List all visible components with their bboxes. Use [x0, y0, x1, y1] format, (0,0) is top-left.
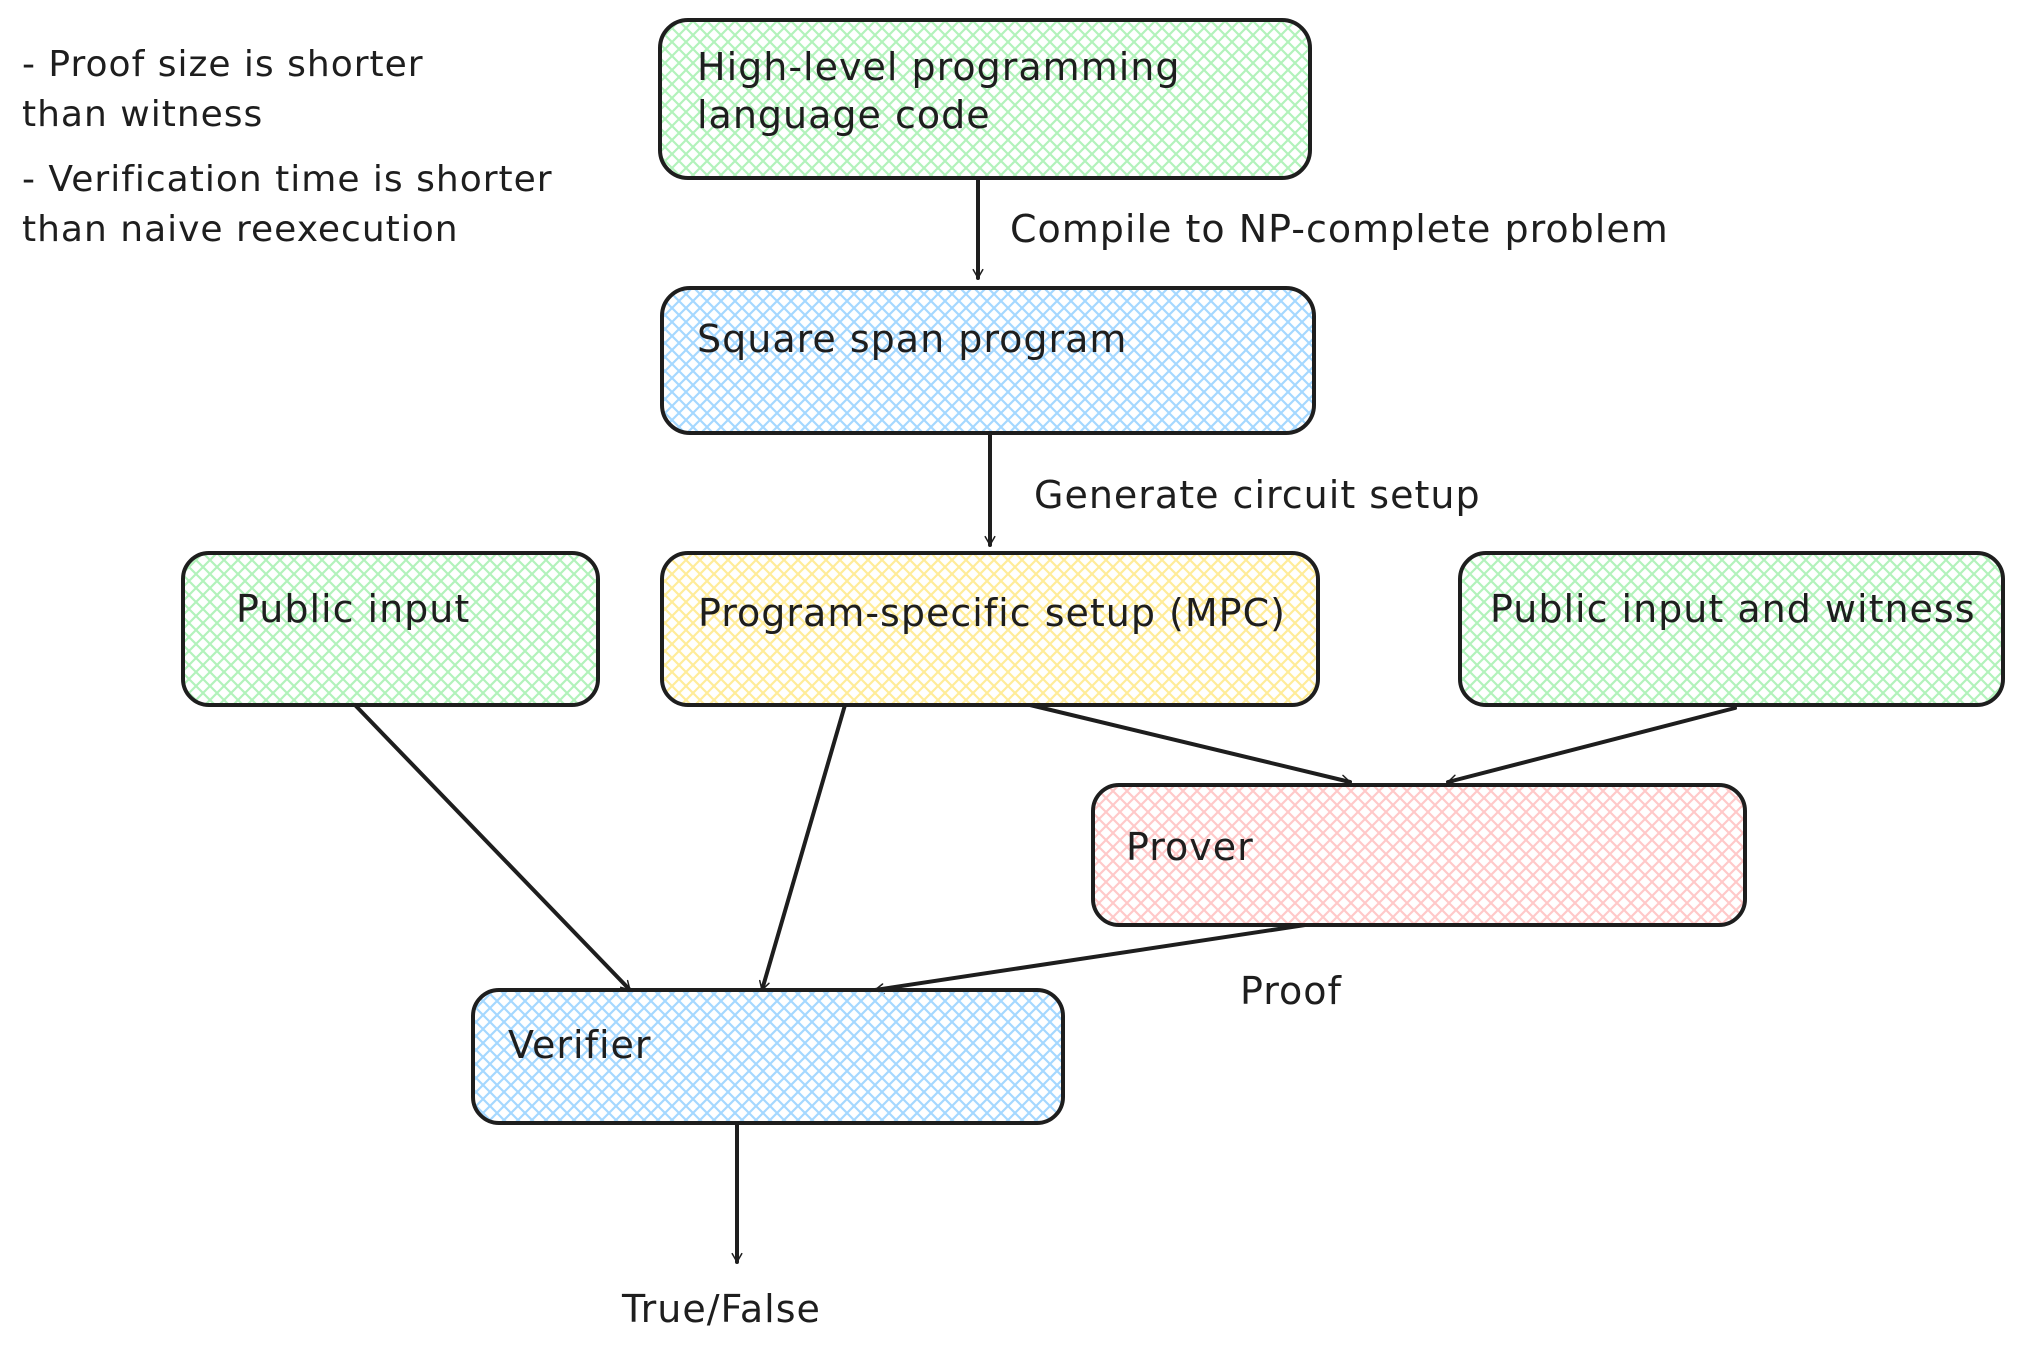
node-public-input-and-witness-label: Public input and witness: [1490, 587, 1976, 631]
edge-setup-to-prover: [1028, 703, 1352, 786]
node-program-specific-setup: Program-specific setup (MPC): [660, 551, 1320, 707]
edges: [353, 176, 1737, 1264]
note-line-2: than witness: [22, 94, 263, 135]
node-high-level-code: High-level programming language code: [658, 18, 1312, 180]
node-public-input-label: Public input: [236, 587, 470, 631]
node-square-span-program-box: [660, 286, 1316, 435]
node-square-span-program: Square span program: [660, 286, 1316, 435]
node-prover-label: Prover: [1126, 825, 1254, 869]
notes: - Proof size is shorter than witness - V…: [22, 44, 553, 250]
node-verifier-box: [471, 988, 1065, 1125]
node-square-span-program-label: Square span program: [697, 317, 1127, 361]
node-program-specific-setup-label: Program-specific setup (MPC): [698, 591, 1286, 635]
node-verifier-label: Verifier: [508, 1023, 652, 1067]
edge-witness-to-prover: [1446, 706, 1737, 786]
output-label: True/False: [621, 1287, 821, 1331]
node-public-input-and-witness: Public input and witness: [1458, 551, 2005, 707]
node-high-level-code-box: [658, 18, 1312, 180]
node-verifier: Verifier: [471, 988, 1065, 1125]
edge-label-generate: Generate circuit setup: [1034, 473, 1481, 517]
node-public-input-box: [181, 551, 600, 707]
node-public-input: Public input: [181, 551, 600, 707]
node-high-level-code-line1: High-level programming: [697, 45, 1180, 89]
node-prover: Prover: [1091, 783, 1747, 927]
edge-label-compile: Compile to NP-complete problem: [1010, 207, 1669, 251]
note-line-3: - Verification time is shorter: [22, 159, 553, 200]
note-line-4: than naive reexecution: [22, 209, 459, 250]
node-public-input-and-witness-box: [1458, 551, 2005, 707]
edge-public-input-to-verifier: [353, 703, 632, 992]
edge-label-proof: Proof: [1240, 969, 1343, 1013]
node-prover-box: [1091, 783, 1747, 927]
edge-setup-to-verifier: [758, 703, 847, 992]
node-program-specific-setup-box: [660, 551, 1320, 707]
node-high-level-code-line2: language code: [697, 93, 991, 137]
note-line-1: - Proof size is shorter: [22, 44, 424, 85]
edge-proof: [873, 923, 1307, 995]
